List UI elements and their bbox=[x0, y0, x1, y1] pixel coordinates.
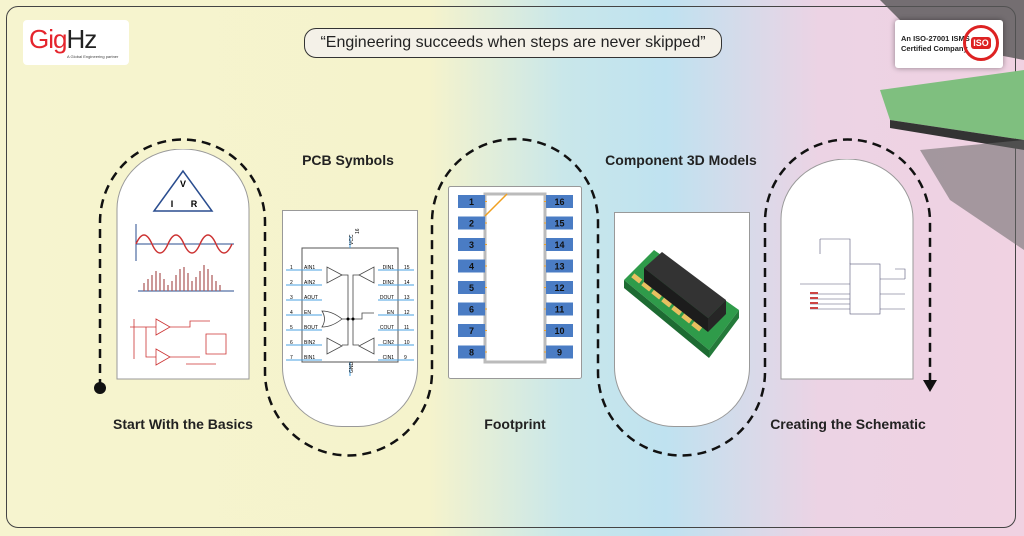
footprint-pad bbox=[458, 259, 485, 273]
logo-tagline: A Global Engineering partner bbox=[67, 54, 119, 59]
footprint-pad bbox=[546, 259, 573, 273]
step-label-3d-models: Component 3D Models bbox=[605, 152, 757, 168]
pad-number: 6 bbox=[469, 305, 474, 315]
footprint-pad bbox=[458, 324, 485, 337]
pad-number: 14 bbox=[554, 240, 564, 250]
ic-3d-model bbox=[624, 250, 739, 358]
pin-gnd: GND bbox=[349, 362, 355, 374]
pin-name: DIN1 bbox=[383, 265, 395, 271]
pad-number: 2 bbox=[469, 219, 474, 229]
footprint-pad bbox=[458, 195, 485, 208]
pad-number: 1 bbox=[469, 197, 474, 207]
footprint-pad bbox=[546, 345, 573, 359]
pin-name: EN bbox=[304, 310, 311, 316]
pin-name: BOUT bbox=[304, 325, 318, 331]
pin-name: COUT bbox=[380, 325, 394, 331]
pad-number: 15 bbox=[554, 219, 564, 229]
pad-number: 4 bbox=[469, 262, 474, 272]
pad-number: 11 bbox=[555, 305, 565, 315]
pin-number: 1 bbox=[290, 265, 293, 271]
iso-seal: ISO bbox=[963, 25, 999, 61]
footprint-pad bbox=[458, 345, 485, 359]
pin-number: 15 bbox=[404, 265, 410, 271]
footprint-pad bbox=[546, 302, 573, 316]
pin-name: DOUT bbox=[380, 295, 394, 301]
pin-number: 13 bbox=[404, 295, 410, 301]
step-label-footprint: Footprint bbox=[484, 416, 546, 432]
pin-name: AOUT bbox=[304, 295, 318, 301]
pin-name: AIN2 bbox=[304, 280, 315, 286]
iso-seal-text: ISO bbox=[971, 37, 991, 49]
footprint-pad bbox=[458, 281, 485, 294]
triangle-i: I bbox=[171, 199, 174, 209]
pin-number: 4 bbox=[290, 310, 293, 316]
pin-name: CIN1 bbox=[383, 355, 395, 361]
iso-line: An ISO-27001 ISMS bbox=[901, 34, 970, 43]
pad-number: 5 bbox=[469, 283, 474, 293]
triangle-v: V bbox=[180, 179, 186, 189]
pad-number: 3 bbox=[469, 240, 474, 250]
pin-number: 11 bbox=[404, 325, 409, 331]
footprint-pad bbox=[546, 324, 573, 337]
triangle-r: R bbox=[191, 199, 198, 209]
pin-number: 5 bbox=[290, 325, 293, 331]
footprint-pad bbox=[546, 216, 573, 230]
end-arrow-icon bbox=[923, 380, 937, 392]
pad-number: 9 bbox=[557, 348, 562, 358]
pad-number: 13 bbox=[554, 262, 564, 272]
pad-number: 12 bbox=[554, 283, 564, 293]
pin-name: EN bbox=[387, 310, 394, 316]
pin-name: AIN1 bbox=[304, 265, 315, 271]
pin-number: 6 bbox=[290, 340, 293, 346]
footprint-pad bbox=[458, 238, 485, 251]
footprint-pad bbox=[546, 195, 573, 208]
pad-number: 8 bbox=[469, 348, 474, 358]
pin-number: 14 bbox=[404, 280, 410, 286]
pin-number: 7 bbox=[290, 355, 293, 361]
pin-name: DIN2 bbox=[383, 280, 395, 286]
gighz-logo: GigHz A Global Engineering partner bbox=[23, 20, 129, 65]
logo-text: Gig bbox=[29, 24, 67, 54]
pin-vcc: VCC bbox=[349, 234, 355, 245]
pin-name: BIN2 bbox=[304, 340, 315, 346]
pin-number: 12 bbox=[404, 310, 410, 316]
pcb-symbol-drawing: VCC 16 GND 1 AIN1 2 AIN2 3 AOUT 4 EN 5 BOUT 6 BIN2 7… bbox=[286, 228, 414, 376]
pin-number: 9 bbox=[404, 355, 407, 361]
pin-name: CIN2 bbox=[383, 340, 395, 346]
start-dot bbox=[94, 382, 106, 394]
frame bbox=[6, 6, 1016, 528]
pin-number: 10 bbox=[404, 340, 410, 346]
step-label-schematic: Creating the Schematic bbox=[770, 416, 926, 432]
pad-number: 10 bbox=[554, 326, 564, 336]
footprint-pad bbox=[546, 281, 573, 294]
pad-number: 16 bbox=[554, 197, 564, 207]
quote-banner: “Engineering succeeds when steps are nev… bbox=[304, 28, 722, 58]
step-label-pcb-symbols: PCB Symbols bbox=[302, 152, 394, 168]
pin-number: 2 bbox=[290, 280, 293, 286]
pin-16: 16 bbox=[355, 228, 361, 234]
pad-number: 7 bbox=[469, 326, 474, 336]
step-label-basics: Start With the Basics bbox=[113, 416, 253, 432]
basics-card: V I R bbox=[116, 149, 250, 380]
pin-name: BIN1 bbox=[304, 355, 315, 361]
footprint-pad bbox=[458, 216, 485, 230]
pin-number: 3 bbox=[290, 295, 293, 301]
schematic-card bbox=[780, 159, 914, 380]
footprint-pad bbox=[458, 302, 485, 316]
logo-text: Hz bbox=[66, 24, 97, 54]
footprint-pad bbox=[546, 238, 573, 251]
iso-line: Certified Company bbox=[901, 44, 968, 53]
